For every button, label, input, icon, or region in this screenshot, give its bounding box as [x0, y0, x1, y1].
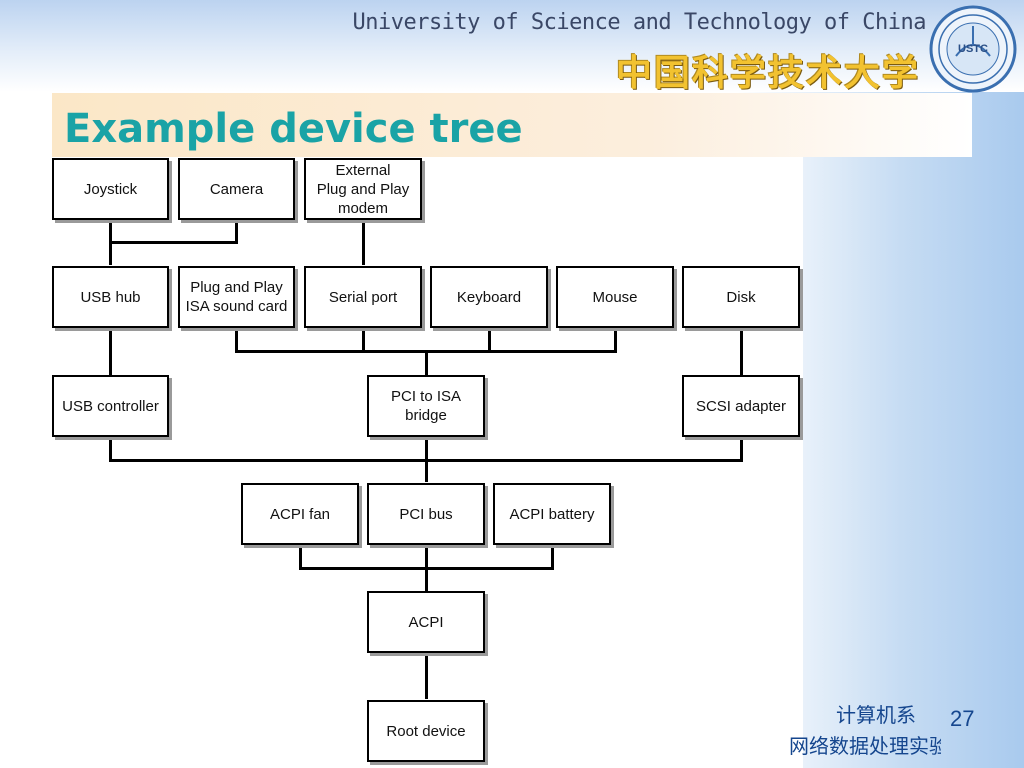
node-acpi-battery: ACPI battery [493, 483, 611, 545]
node-modem: External Plug and Play modem [304, 158, 422, 220]
node-serial-port: Serial port [304, 266, 422, 328]
wire-usbhub-controller [109, 328, 112, 375]
wire-mouse-down [614, 328, 617, 353]
wire-fan-down [299, 545, 302, 570]
footer-department: 计算机系 [836, 703, 916, 727]
university-name-cn: 中国科学技术大学 [615, 52, 920, 94]
node-usb-hub: USB hub [52, 266, 169, 328]
header-band [0, 0, 1024, 92]
node-pci-bus: PCI bus [367, 483, 485, 545]
seal-lettering: USTC [958, 43, 988, 55]
wire-serial-down [362, 328, 365, 353]
device-tree-diagram: Joystick Camera External Plug and Play m… [52, 157, 803, 768]
node-joystick: Joystick [52, 158, 169, 220]
node-root-device: Root device [367, 700, 485, 762]
node-pci-isa-bridge: PCI to ISA bridge [367, 375, 485, 437]
wire-isa-bridge [425, 350, 428, 375]
node-keyboard: Keyboard [430, 266, 548, 328]
wire-modem-serial [362, 220, 365, 265]
university-seal-icon: USTC [929, 5, 1017, 93]
wire-acpi-join [299, 567, 554, 570]
wire-sound-down [235, 328, 238, 353]
node-acpi-fan: ACPI fan [241, 483, 359, 545]
node-disk: Disk [682, 266, 800, 328]
wire-joystick-camera-join [109, 241, 238, 244]
wire-acpi-root [425, 653, 428, 699]
wire-disk-scsi [740, 328, 743, 375]
node-scsi-adapter: SCSI adapter [682, 375, 800, 437]
footer-lab: 网络数据处理实验室 [789, 734, 941, 758]
node-mouse: Mouse [556, 266, 674, 328]
wire-pci-bus-line [109, 459, 743, 462]
wire-scsi-down [740, 437, 743, 462]
wire-usbctrl-down [109, 437, 112, 462]
title-band [52, 93, 972, 157]
node-camera: Camera [178, 158, 295, 220]
slide-title: Example device tree [64, 106, 523, 152]
wire-camera-down [235, 220, 238, 243]
node-acpi: ACPI [367, 591, 485, 653]
wire-keyboard-down [488, 328, 491, 353]
university-name-en: University of Science and Technology of … [352, 10, 926, 35]
node-usb-controller: USB controller [52, 375, 169, 437]
page-number: 27 [950, 706, 975, 731]
node-isa-sound-card: Plug and Play ISA sound card [178, 266, 295, 328]
wire-battery-down [551, 545, 554, 570]
